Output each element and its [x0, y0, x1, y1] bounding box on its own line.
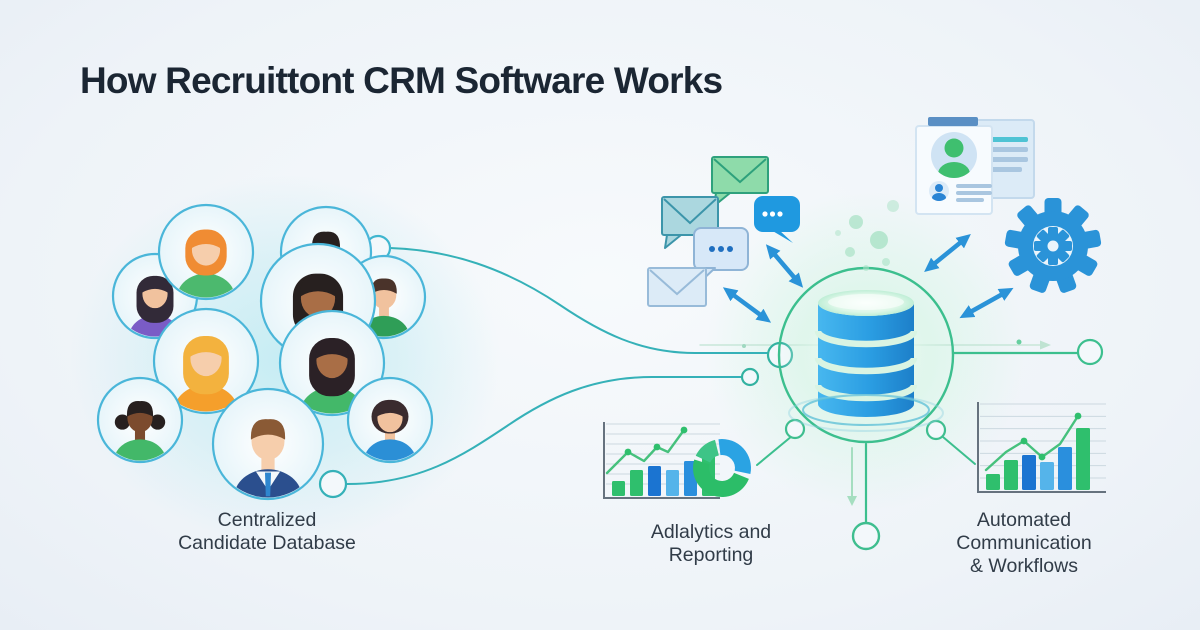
- database-icon: [814, 290, 918, 417]
- line-dot: [1016, 339, 1022, 345]
- candidate-avatar-icon: [157, 203, 255, 301]
- label-automated-communication: Automated Communication & Workflows: [956, 509, 1091, 578]
- gear-icon: [1004, 198, 1102, 293]
- line-dot: [742, 344, 746, 348]
- label-line: Adlalytics and: [650, 521, 772, 543]
- connector-node-icon: [1076, 338, 1104, 366]
- double-arrow-icon: [924, 234, 971, 272]
- connector-node-icon: [318, 469, 348, 499]
- label-line: Communication: [956, 532, 1092, 554]
- sync-arrows: [722, 234, 1014, 323]
- label-line: Centralized: [217, 509, 317, 531]
- label-line: Candidate Database: [178, 532, 356, 554]
- down-arrow-head-icon: [847, 496, 857, 506]
- candidate-avatar-icon: [211, 387, 325, 501]
- label-line: Reporting: [668, 544, 754, 566]
- database-hub: [777, 200, 955, 444]
- candidate-cluster: [96, 203, 434, 501]
- label-line: & Workflows: [969, 555, 1078, 577]
- email-icon: [647, 267, 707, 307]
- double-arrow-icon: [959, 287, 1014, 319]
- connector-diag-left: [756, 435, 793, 466]
- double-arrow-icon: [765, 244, 804, 288]
- page-title: How Recruittont CRM Software Works: [80, 60, 723, 101]
- label-analytics-reporting: Adlalytics and Reporting: [651, 521, 771, 567]
- database-base-ring-outer: [788, 394, 944, 432]
- candidate-avatar-icon: [96, 376, 184, 464]
- label-centralized-candidate-database: Centralized Candidate Database: [178, 509, 356, 555]
- chat-bubble-icon: [754, 196, 800, 243]
- connector-node-icon: [851, 521, 881, 551]
- connector-curve-top: [389, 247, 768, 354]
- connector-diag-right: [942, 436, 976, 465]
- candidate-avatar-icon: [346, 376, 434, 464]
- candidate-profile-card-icon: [915, 117, 1035, 215]
- candidate-avatar-icon: [278, 309, 386, 417]
- double-arrow-icon: [722, 287, 772, 323]
- connector-node-icon: [784, 418, 806, 440]
- card-person-icon: [938, 138, 970, 178]
- growth-chart-icon: [977, 402, 1106, 493]
- connector-node-icon: [740, 367, 760, 387]
- communication-icons: [647, 156, 800, 307]
- faint-arrow-head-icon: [1040, 340, 1051, 350]
- bubbles: [835, 200, 899, 271]
- email-icon: [661, 196, 719, 249]
- database-base-ring: [802, 394, 930, 426]
- candidate-avatar-icon: [152, 307, 260, 415]
- donut-chart-icon: [693, 438, 752, 497]
- connector-node-icon: [925, 419, 947, 441]
- connector-curve-bottom: [346, 376, 742, 485]
- label-line: Automated: [976, 509, 1072, 531]
